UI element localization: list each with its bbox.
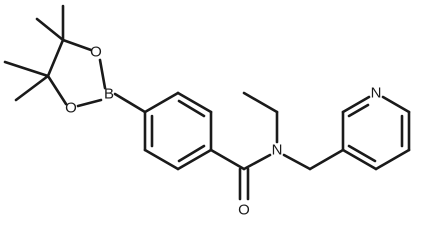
atom-label-o2: O (65, 100, 77, 117)
bond-py-4 (381, 95, 411, 114)
bond-b-o1 (98, 58, 107, 90)
bond-n-ch2 (282, 153, 312, 171)
bond-py-5 (341, 95, 371, 114)
bond-b-aryl (113, 92, 147, 114)
atom-label-pyridine-nitrogen: N (371, 85, 382, 102)
molecule-drawing: O O B N O N (3, 4, 411, 219)
atom-label-o1: O (90, 44, 102, 61)
bond-ethyl-ch3 (242, 91, 279, 114)
atom-label-amide-nitrogen: N (272, 142, 283, 159)
bond-ch2-pyridyl (308, 148, 345, 171)
atom-label-carbonyl-oxygen: O (238, 202, 250, 219)
bond-carbonyl-n (242, 153, 272, 171)
bond-ar-1 (143, 91, 180, 114)
bond-aryl-carbonyl (209, 148, 246, 171)
bonds (3, 4, 411, 201)
atom-labels: O O B N O N (65, 44, 381, 219)
bond-methyl-3 (3, 60, 50, 78)
atom-label-boron: B (104, 86, 114, 103)
bond-c-c-ring (46, 38, 65, 78)
bond-ar-5 (143, 148, 180, 171)
structure-diagram: O O B N O N (3, 4, 411, 219)
bond-py-inner-3 (347, 103, 370, 118)
bond-py-2 (374, 148, 411, 171)
bond-py-1 (341, 148, 378, 171)
bond-ar-2 (176, 91, 213, 114)
bond-o1-c (61, 38, 93, 52)
bond-py-inner-1 (347, 144, 377, 163)
bond-o2-b (76, 98, 103, 108)
bond-c-o2 (46, 74, 68, 106)
bond-ar-inner-1 (177, 99, 206, 118)
bond-ar-inner-2 (177, 144, 206, 163)
bond-methyl-4 (14, 74, 50, 102)
bond-methyl-2 (35, 17, 65, 42)
bond-ar-4 (176, 148, 213, 171)
